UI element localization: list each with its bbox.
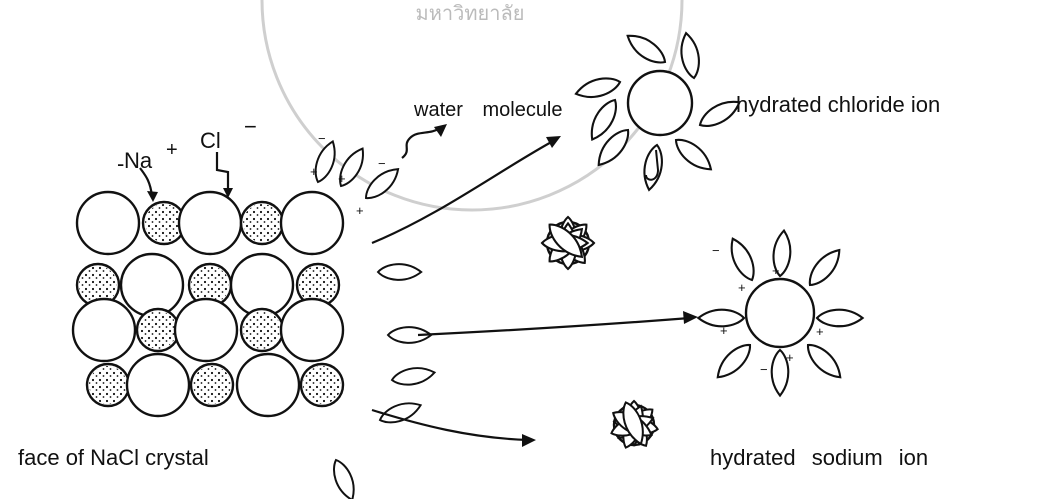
hydrated-sodium-ion-bottom bbox=[609, 400, 659, 451]
hydrated-sodium-label: hydrated sodium ion bbox=[710, 445, 928, 470]
water-molecule bbox=[641, 144, 665, 192]
sodium-ion-label: Na bbox=[124, 148, 153, 173]
chloride-ion bbox=[746, 279, 814, 347]
chloride-ion bbox=[281, 192, 343, 254]
sodium-charge-label: + bbox=[166, 139, 178, 161]
charge-sign: + bbox=[738, 280, 746, 295]
chloride-ion bbox=[281, 299, 343, 361]
sodium-ion-stipple bbox=[139, 311, 177, 349]
sodium-ion-stipple bbox=[243, 311, 281, 349]
squiggle-water bbox=[402, 128, 440, 158]
sodium-ion-stipple bbox=[303, 366, 341, 404]
water-molecule bbox=[623, 29, 670, 69]
chloride-ion-label: Cl bbox=[200, 128, 221, 153]
charge-sign: − bbox=[318, 131, 326, 146]
chloride-ion bbox=[628, 71, 692, 135]
chloride-ion bbox=[237, 354, 299, 416]
chloride-ion bbox=[77, 192, 139, 254]
sodium-ion-stipple bbox=[79, 266, 117, 304]
charge-sign: − bbox=[836, 318, 844, 333]
water-molecule bbox=[678, 32, 702, 80]
sodium-ion-stipple bbox=[193, 366, 231, 404]
water-molecule bbox=[725, 235, 759, 283]
chloride-ion bbox=[73, 299, 135, 361]
water-molecule bbox=[712, 339, 756, 383]
chloride-ion bbox=[231, 254, 293, 316]
water-molecule bbox=[329, 457, 360, 499]
arrow-to-chloride bbox=[372, 140, 555, 243]
charge-sign: + bbox=[310, 164, 318, 179]
water-molecule bbox=[574, 74, 622, 102]
charge-sign: − bbox=[378, 156, 386, 171]
charge-sign: + bbox=[338, 171, 346, 186]
crystal-face-label: face of NaCl crystal bbox=[18, 445, 209, 470]
chloride-ion bbox=[179, 192, 241, 254]
water-molecule bbox=[378, 264, 421, 280]
charge-sign: + bbox=[816, 324, 824, 339]
charge-sign: + bbox=[772, 263, 780, 278]
water-molecule bbox=[671, 134, 717, 176]
chloride-ion bbox=[127, 354, 189, 416]
sodium-dash: - bbox=[117, 151, 124, 176]
sodium-ion-stipple bbox=[89, 366, 127, 404]
charge-sign: + bbox=[786, 350, 794, 365]
charge-sign: + bbox=[356, 203, 364, 218]
nacl-crystal bbox=[73, 192, 343, 416]
hydrated-sodium-ion-middle bbox=[542, 217, 594, 269]
charge-sign: − bbox=[712, 243, 720, 258]
water-molecule bbox=[802, 339, 846, 383]
hydrated-chloride-label: hydrated chloride ion bbox=[736, 92, 940, 117]
label-arrow-cl bbox=[217, 152, 228, 192]
hydrated-chloride-ion-right: +++++−−− bbox=[698, 230, 862, 396]
chloride-ion bbox=[175, 299, 237, 361]
watermark-text: มหาวิทยาลัย bbox=[416, 3, 525, 25]
arrow-to-right-ion bbox=[418, 318, 690, 335]
water-molecule bbox=[804, 245, 846, 291]
chloride-charge-label: − bbox=[244, 114, 257, 139]
charge-sign: + bbox=[720, 323, 728, 338]
sodium-ion-stipple bbox=[299, 266, 337, 304]
charge-sign: − bbox=[760, 362, 768, 377]
water-molecule bbox=[391, 365, 436, 388]
sodium-ion-stipple bbox=[145, 204, 183, 242]
chloride-ion bbox=[121, 254, 183, 316]
water-molecule-label: water molecule bbox=[413, 99, 563, 121]
sodium-ion-stipple bbox=[243, 204, 281, 242]
